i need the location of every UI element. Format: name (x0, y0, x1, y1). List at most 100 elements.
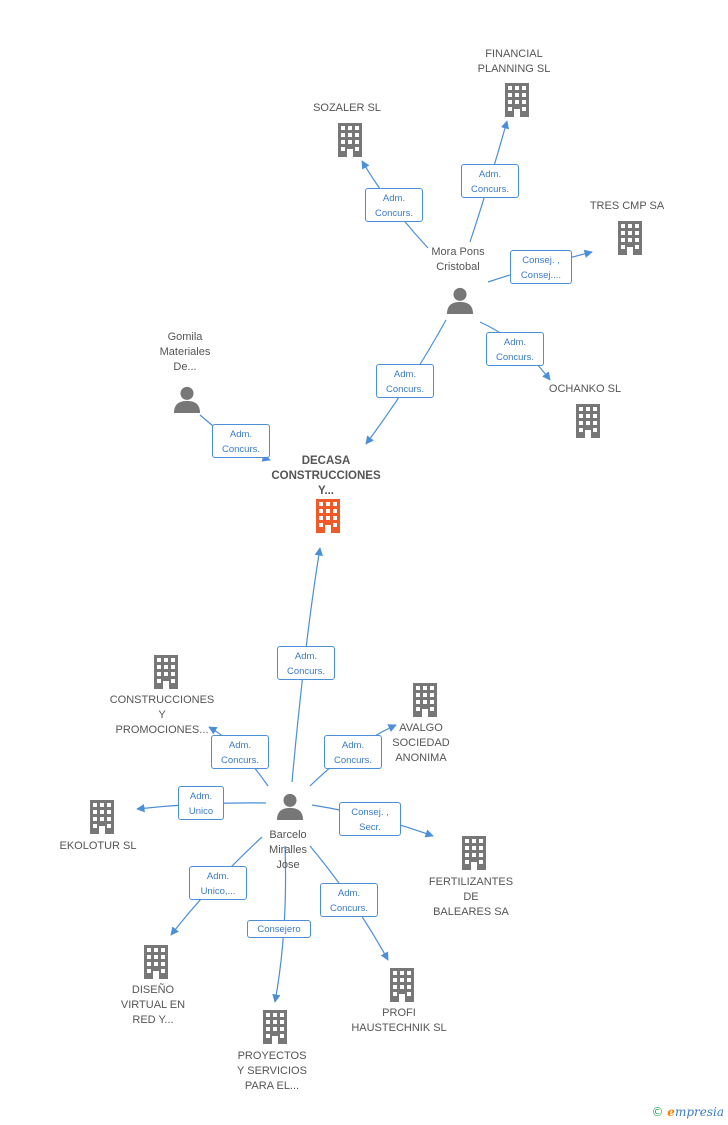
node-label-line: FERTILIZANTES (428, 876, 514, 888)
node-label-sozaler[interactable]: SOZALER SL (313, 101, 381, 116)
edge-label-gomila-decasa[interactable]: Adm. Concurs. (212, 424, 270, 458)
node-label-line: De... (173, 361, 197, 373)
node-label-line: RED Y... (132, 1014, 174, 1026)
node-label-line: OCHANKO SL (548, 383, 622, 395)
copyright-symbol: © (651, 1105, 664, 1119)
node-label-construcciones[interactable]: CONSTRUCCIONES Y PROMOCIONES... (110, 693, 215, 738)
edge-label-line: Concurs. (470, 184, 509, 195)
edge-label-line: Adm. (228, 740, 252, 751)
edge-label-line: Concurs. (329, 903, 368, 914)
building-icon-profi[interactable] (390, 968, 414, 1002)
edge-label-mora-decasa[interactable]: Adm. Concurs. (376, 364, 434, 398)
edge-label-barcelo-avalgo[interactable]: Adm. Concurs. (324, 735, 382, 769)
edge-label-line: Adm. (206, 871, 230, 882)
node-label-ekolotur[interactable]: EKOLOTUR SL (59, 839, 136, 854)
node-label-trescmp[interactable]: TRES CMP SA (590, 199, 664, 214)
edge-label-barcelo-profi[interactable]: Adm. Concurs. (320, 883, 378, 917)
node-label-line: ANONIMA (395, 752, 447, 764)
edge-label-line: Consejero (257, 924, 301, 935)
person-icon-barcelo[interactable] (276, 793, 304, 820)
building-icon-proyectos[interactable] (263, 1010, 287, 1044)
node-label-line: FINANCIAL (485, 48, 543, 60)
node-label-line: PROFI (382, 1007, 416, 1019)
edge-label-line: Consej. , (522, 255, 560, 266)
node-label-line: PROMOCIONES... (115, 724, 209, 736)
edge-label-line: Unico (188, 806, 214, 817)
edge-label-line: Concurs. (333, 755, 372, 766)
edge-label-line: Adm. (478, 169, 502, 180)
edge-label-line: Concurs. (495, 352, 534, 363)
node-label-line: CONSTRUCCIONES (271, 470, 381, 482)
edge-label-line: Unico,... (200, 886, 236, 897)
building-icon-avalgo[interactable] (413, 683, 437, 717)
person-icon-mora[interactable] (446, 287, 474, 314)
building-icon-decasa[interactable] (316, 499, 340, 533)
node-label-line: PROYECTOS (237, 1050, 307, 1062)
node-label-line: DE (463, 891, 479, 903)
node-label-line: CONSTRUCCIONES (109, 694, 215, 706)
edge-label-barcelo-proyectos[interactable]: Consejero (247, 920, 311, 938)
edge-label-barcelo-fertilizantes[interactable]: Consej. ,Secr. (339, 802, 401, 836)
node-label-line: TRES CMP SA (589, 200, 665, 212)
building-icon-fertilizantes[interactable] (462, 836, 486, 870)
edge-label-line: Adm. (341, 740, 365, 751)
node-label-line: Jose (276, 859, 300, 871)
edge-label-line: Adm. (503, 337, 527, 348)
edge-label-line: Adm. (229, 429, 253, 440)
person-icon-gomila[interactable] (173, 386, 201, 413)
node-label-line: Y (158, 709, 166, 721)
node-label-line: Y SERVICIOS (237, 1065, 307, 1077)
node-label-line: PLANNING SL (477, 63, 551, 75)
node-label-profi[interactable]: PROFI HAUSTECHNIK SL (351, 1006, 446, 1036)
node-label-line: HAUSTECHNIK SL (351, 1022, 447, 1034)
node-label-line: Miralles (269, 844, 307, 856)
edge-label-mora-sozaler[interactable]: Adm.Concurs. (365, 188, 423, 222)
building-icon-ekolotur[interactable] (90, 800, 114, 834)
building-icon-sozaler[interactable] (338, 123, 362, 157)
node-label-ochanko[interactable]: OCHANKO SL (549, 382, 621, 397)
building-icon-diseno[interactable] (144, 945, 168, 979)
building-icon-financial[interactable] (505, 83, 529, 117)
edge-label-line: Concurs. (385, 384, 424, 395)
empresia-watermark: © empresia (651, 1105, 724, 1119)
node-label-avalgo[interactable]: AVALGO SOCIEDAD ANONIMA (392, 721, 449, 766)
node-label-financial[interactable]: FINANCIAL PLANNING SL (478, 47, 551, 77)
building-icon-construcciones[interactable] (154, 655, 178, 689)
edge-label-line: Concurs. (374, 208, 413, 219)
edge-label-mora-trescmp[interactable]: Consej. , Consej.... (510, 250, 572, 284)
building-icon-trescmp[interactable] (618, 221, 642, 255)
node-label-line: EKOLOTUR SL (59, 840, 137, 852)
edge-label-line: Consej.... (520, 270, 562, 281)
edge-label-line: Concurs. (221, 444, 260, 455)
edge-label-line: Adm. (337, 888, 361, 899)
edge-label-barcelo-construcciones[interactable]: Adm. Concurs. (211, 735, 269, 769)
node-label-line: SOCIEDAD (392, 737, 450, 749)
edge-label-mora-financial[interactable]: Adm. Concurs. (461, 164, 519, 198)
node-label-line: BALEARES SA (433, 906, 509, 918)
node-label-fertilizantes[interactable]: FERTILIZANTES DE BALEARES SA (429, 875, 513, 920)
edge-label-line: Concurs. (220, 755, 259, 766)
node-label-line: Barcelo (269, 829, 307, 841)
edge-label-barcelo-ekolotur[interactable]: Adm. Unico (178, 786, 224, 820)
node-label-line: SOZALER SL (313, 102, 381, 114)
node-label-line: AVALGO (399, 722, 443, 734)
edge-label-barcelo-decasa[interactable]: Adm. Concurs. (277, 646, 335, 680)
edge-label-barcelo-diseno[interactable]: Adm. Unico,... (189, 866, 247, 900)
edge-label-line: Consej. , (351, 807, 389, 818)
edge-label-mora-ochanko[interactable]: Adm. Concurs. (486, 332, 544, 366)
edge-label-line: Adm. (294, 651, 318, 662)
node-label-line: Cristobal (436, 261, 480, 273)
building-icon-ochanko[interactable] (576, 404, 600, 438)
node-label-line: DISEÑO (131, 984, 175, 996)
edge-label-line: Adm. (189, 791, 213, 802)
edge-label-line: Adm. (393, 369, 417, 380)
node-label-line: Materiales (159, 346, 211, 358)
edge-label-line: Concurs. (286, 666, 325, 677)
